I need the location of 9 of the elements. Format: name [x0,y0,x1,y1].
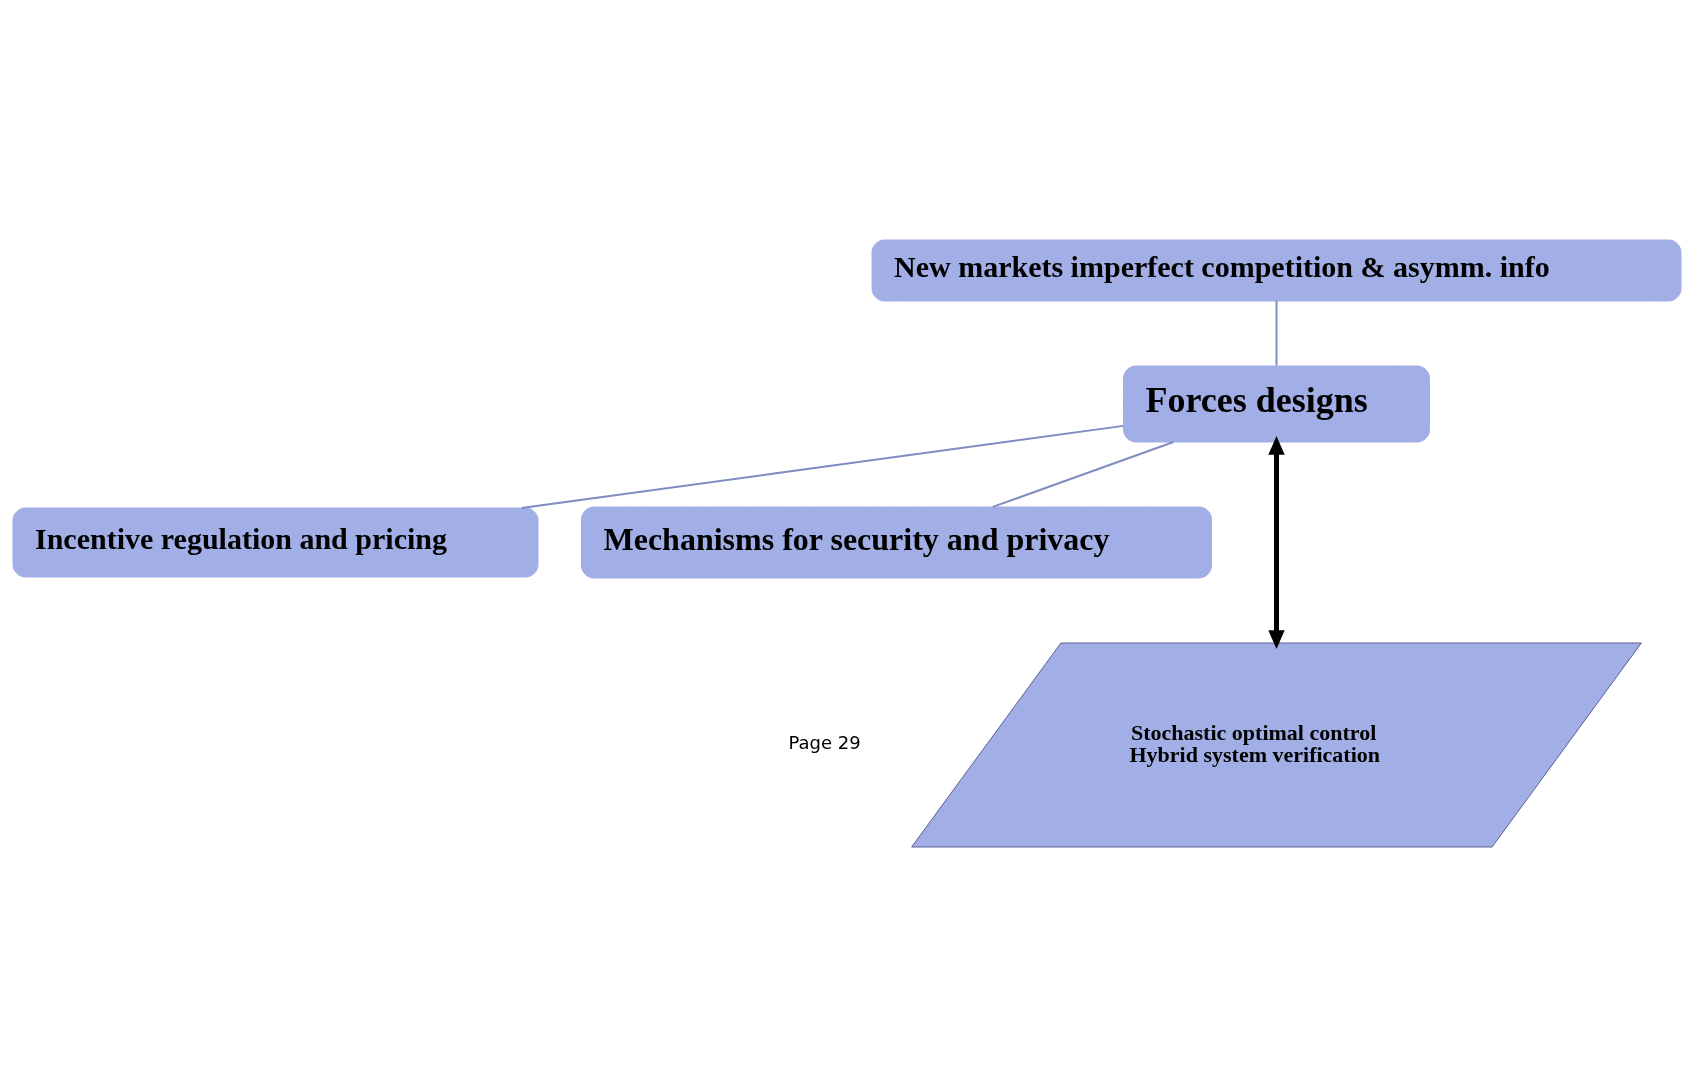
connector [520,424,1125,509]
connector [991,440,1175,508]
label: Page 29 [788,731,861,753]
node-box: New markets imperfect competition & asymm. info [871,239,1682,301]
node-box: Forces designs [1123,365,1430,442]
connector [1275,299,1278,367]
node-box: Mechanisms for security and privacy [581,506,1212,578]
node-box: Incentive regulation and pricing [12,507,539,577]
arrow [1268,435,1285,649]
